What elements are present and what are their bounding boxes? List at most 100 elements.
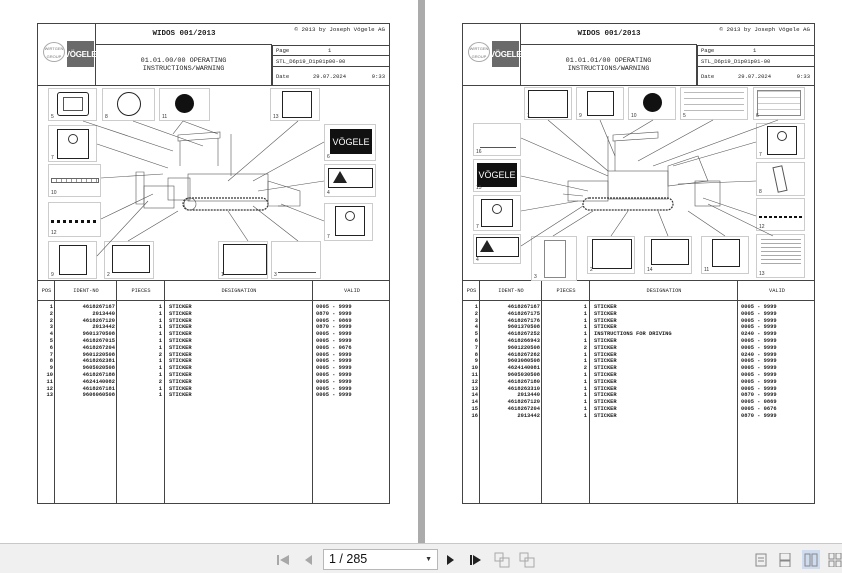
pos-cell: 14: [471, 399, 478, 406]
column-header-pieces: PIECES: [556, 288, 576, 294]
valid-cell: 0005 - 9999: [316, 358, 352, 365]
first-page-button[interactable]: [275, 552, 291, 568]
two-page-continuous-icon: [828, 552, 842, 567]
last-page-button[interactable]: [468, 552, 484, 568]
description-line-1: 01.01.00/00 OPERATING: [140, 57, 227, 65]
previous-view-button[interactable]: [494, 552, 510, 568]
callout-number: 7: [759, 152, 762, 158]
callout-number: 8: [105, 114, 108, 120]
column-header-designation: DESIGNATION: [221, 288, 257, 294]
pos-cell: 6: [49, 344, 53, 351]
two-page-view-button[interactable]: [802, 550, 820, 569]
designation-cell: STICKER: [169, 337, 192, 344]
valid-cell: 0005 - 0676: [741, 405, 777, 412]
page-label: Page: [276, 47, 290, 54]
ident-no-cell: 9606060508: [82, 392, 115, 399]
continuous-page-icon: [779, 552, 791, 567]
pieces-cell: 1: [158, 344, 162, 351]
valid-cell: 0870 - 9999: [741, 392, 777, 399]
wirtgen-group-logo: WIRTGEN GROUP: [43, 42, 65, 62]
vogele-sticker: VÖGELE: [330, 129, 372, 154]
callout-number: 7: [51, 155, 54, 161]
pieces-cell: 1: [583, 331, 587, 338]
previous-page-button[interactable]: [300, 552, 316, 568]
pos-cell: 16: [471, 412, 478, 419]
parts-sheet: WIRTGEN GROUP VÖGELE WIDOS 001/2013 © 20…: [37, 23, 390, 504]
road-paver-drawing: [520, 119, 779, 247]
pieces-cell: 1: [583, 385, 587, 392]
ident-no-cell: 4624140082: [82, 378, 115, 385]
pos-cell: 9: [49, 365, 53, 372]
table-header: POS IDENT-NO PIECES DESIGNATION VALID: [38, 281, 389, 301]
pieces-cell: 1: [158, 331, 162, 338]
sticker-tile-10: 10: [48, 164, 101, 197]
valid-cell: 0005 - 9999: [741, 344, 777, 351]
ident-no-cell: 2013440: [517, 392, 540, 399]
page-left: WIRTGEN GROUP VÖGELE WIDOS 001/2013 © 20…: [0, 0, 418, 543]
sticker-location-diagram: 1 9 10 5 6: [463, 86, 814, 281]
document-title: WIDOS 001/2013: [96, 24, 272, 45]
ident-no-cell: 9601370508: [82, 331, 115, 338]
description-line-1: 01.01.01/00 OPERATING: [565, 57, 652, 65]
valid-cell: 0005 - 0676: [316, 344, 352, 351]
pieces-cell: 1: [158, 371, 162, 378]
valid-cell: 0005 - 9999: [316, 378, 352, 385]
callout-number: 3: [274, 272, 277, 278]
single-page-view-button[interactable]: [752, 550, 770, 569]
valid-cell: 0005 - 9999: [741, 378, 777, 385]
ident-no-cell: 4618263310: [507, 385, 540, 392]
ident-no-cell: 9601220508: [82, 351, 115, 358]
ident-no-cell: 4618267180: [507, 378, 540, 385]
callout-number: 15: [476, 185, 482, 191]
designation-cell: STICKER: [594, 358, 617, 365]
valid-cell: 0005 - 9999: [316, 337, 352, 344]
callout-number: 13: [273, 114, 279, 120]
ident-no-cell: 4618267015: [82, 337, 115, 344]
continuous-view-button[interactable]: [776, 550, 794, 569]
ident-no-cell: 2013442: [92, 324, 115, 331]
sticker-tile-7b: 7: [756, 123, 805, 159]
warning-triangle-icon: [480, 240, 494, 252]
pos-cell: 3: [49, 324, 53, 331]
callout-number: 7: [476, 224, 479, 230]
valid-cell: 0005 - 9999: [741, 324, 777, 331]
page-value: 1: [328, 47, 332, 54]
pieces-cell: 1: [158, 365, 162, 372]
previous-view-icon: [494, 552, 510, 568]
designation-cell: STICKER: [594, 365, 617, 372]
page-number-dropdown[interactable]: 1 / 285 ▼: [323, 549, 438, 570]
column-divider: [463, 281, 480, 503]
designation-cell: STICKER: [594, 351, 617, 358]
pos-cell: 11: [471, 371, 478, 378]
valid-cell: 0240 - 9999: [741, 351, 777, 358]
two-page-continuous-view-button[interactable]: [826, 550, 842, 569]
document-viewport[interactable]: WIRTGEN GROUP VÖGELE WIDOS 001/2013 © 20…: [0, 0, 842, 543]
pos-cell: 7: [474, 344, 478, 351]
next-view-button[interactable]: [519, 552, 535, 568]
callout-number: 10: [631, 113, 637, 119]
sticker-tile-7a: 7: [473, 195, 521, 231]
column-header-valid: VALID: [344, 288, 360, 294]
pos-cell: 8: [474, 351, 478, 358]
sticker-tile-11: 11: [159, 88, 210, 121]
page-right: WIRTGEN GROUP VÖGELE WIDOS 001/2013 © 20…: [425, 0, 842, 543]
pieces-cell: 1: [158, 317, 162, 324]
pieces-cell: 2: [583, 365, 587, 372]
pos-cell: 2: [49, 317, 53, 324]
next-page-button[interactable]: [443, 552, 459, 568]
ident-no-cell: 4618267167: [507, 304, 540, 310]
ident-no-cell: 4618267262: [507, 351, 540, 358]
